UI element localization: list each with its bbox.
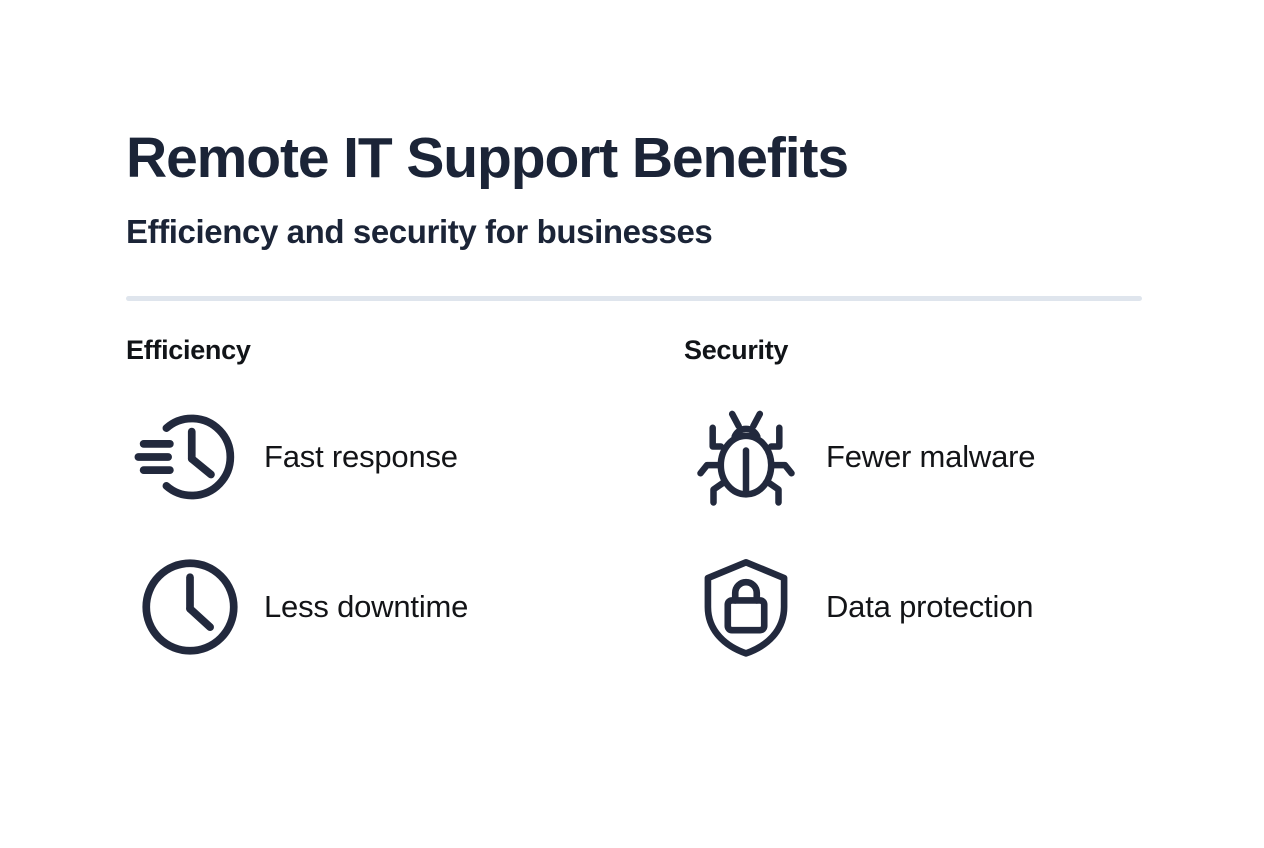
header-divider <box>126 296 1142 301</box>
page-title: Remote IT Support Benefits <box>126 126 849 190</box>
benefit-label: Fewer malware <box>826 438 1036 474</box>
benefit-label: Fast response <box>264 438 458 474</box>
column-efficiency: Efficiency <box>126 337 684 666</box>
fast-clock-icon <box>126 401 254 513</box>
column-security: Security <box>684 337 1142 666</box>
column-title-security: Security <box>684 335 789 365</box>
bug-icon <box>684 405 808 509</box>
benefit-label: Data protection <box>826 588 1034 624</box>
page-subtitle: Efficiency and security for businesses <box>126 213 713 250</box>
benefit-columns: Efficiency <box>126 337 1142 666</box>
column-title-efficiency: Efficiency <box>126 335 251 365</box>
benefit-item-data-protection: Data protection <box>684 548 1142 666</box>
benefit-item-fast-response: Fast response <box>126 398 684 516</box>
shield-lock-icon <box>684 554 808 660</box>
benefit-item-fewer-malware: Fewer malware <box>684 398 1142 516</box>
content-wrapper: Remote IT Support Benefits Efficiency an… <box>126 130 1142 666</box>
benefit-label: Less downtime <box>264 588 469 624</box>
clock-icon <box>126 551 254 663</box>
benefit-item-less-downtime: Less downtime <box>126 548 684 666</box>
